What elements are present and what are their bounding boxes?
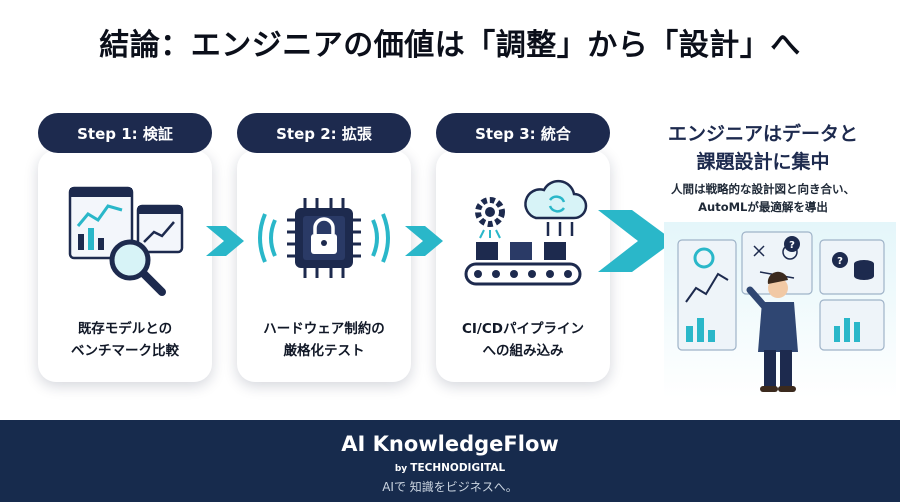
step-2-card: ハードウェア制約の 厳格化テスト [237,150,411,382]
arrow-right-icon [598,210,674,272]
engineer-dashboard-illustration: ? ? [664,222,896,398]
step-1-label: Step 1: 検証 [38,113,212,153]
magnifier-chart-icon [68,186,184,296]
step-3-card: CI/CDパイプライン への組み込み [436,150,610,382]
arrow-right-icon [206,226,244,256]
brand-company: by TECHNODIGITAL [394,462,506,474]
step-1-card: 既存モデルとの ベンチマーク比較 [38,150,212,382]
pipeline-cloud-icon [464,179,588,286]
step-2-text: ハードウェア制約の 厳格化テスト [263,321,385,359]
step-3-text: CI/CDパイプライン への組み込み [462,321,584,359]
svg-text:?: ? [837,256,843,267]
brand-tagline: AIで 知識をビジネスへ。 [382,480,518,494]
arrow-right-icon [405,226,443,256]
conclusion-title: エンジニアはデータと 課題設計に集中 [667,123,858,173]
step-3-label: Step 3: 統合 [436,113,610,153]
page-title: 結論：エンジニアの価値は「調整」から「設計」へ [99,28,801,63]
step-2-label: Step 2: 拡張 [237,113,411,153]
step-1-text: 既存モデルとの ベンチマーク比較 [71,321,179,359]
brand-name: AI KnowledgeFlow [341,432,559,456]
chip-lock-icon [258,198,390,278]
svg-text:?: ? [789,240,795,251]
conclusion-subtitle: 人間は戦略的な設計図と向き合い、 AutoMLが最適解を導出 [671,182,855,214]
footer-bar: AI KnowledgeFlow by TECHNODIGITAL AIで 知識… [0,420,900,502]
